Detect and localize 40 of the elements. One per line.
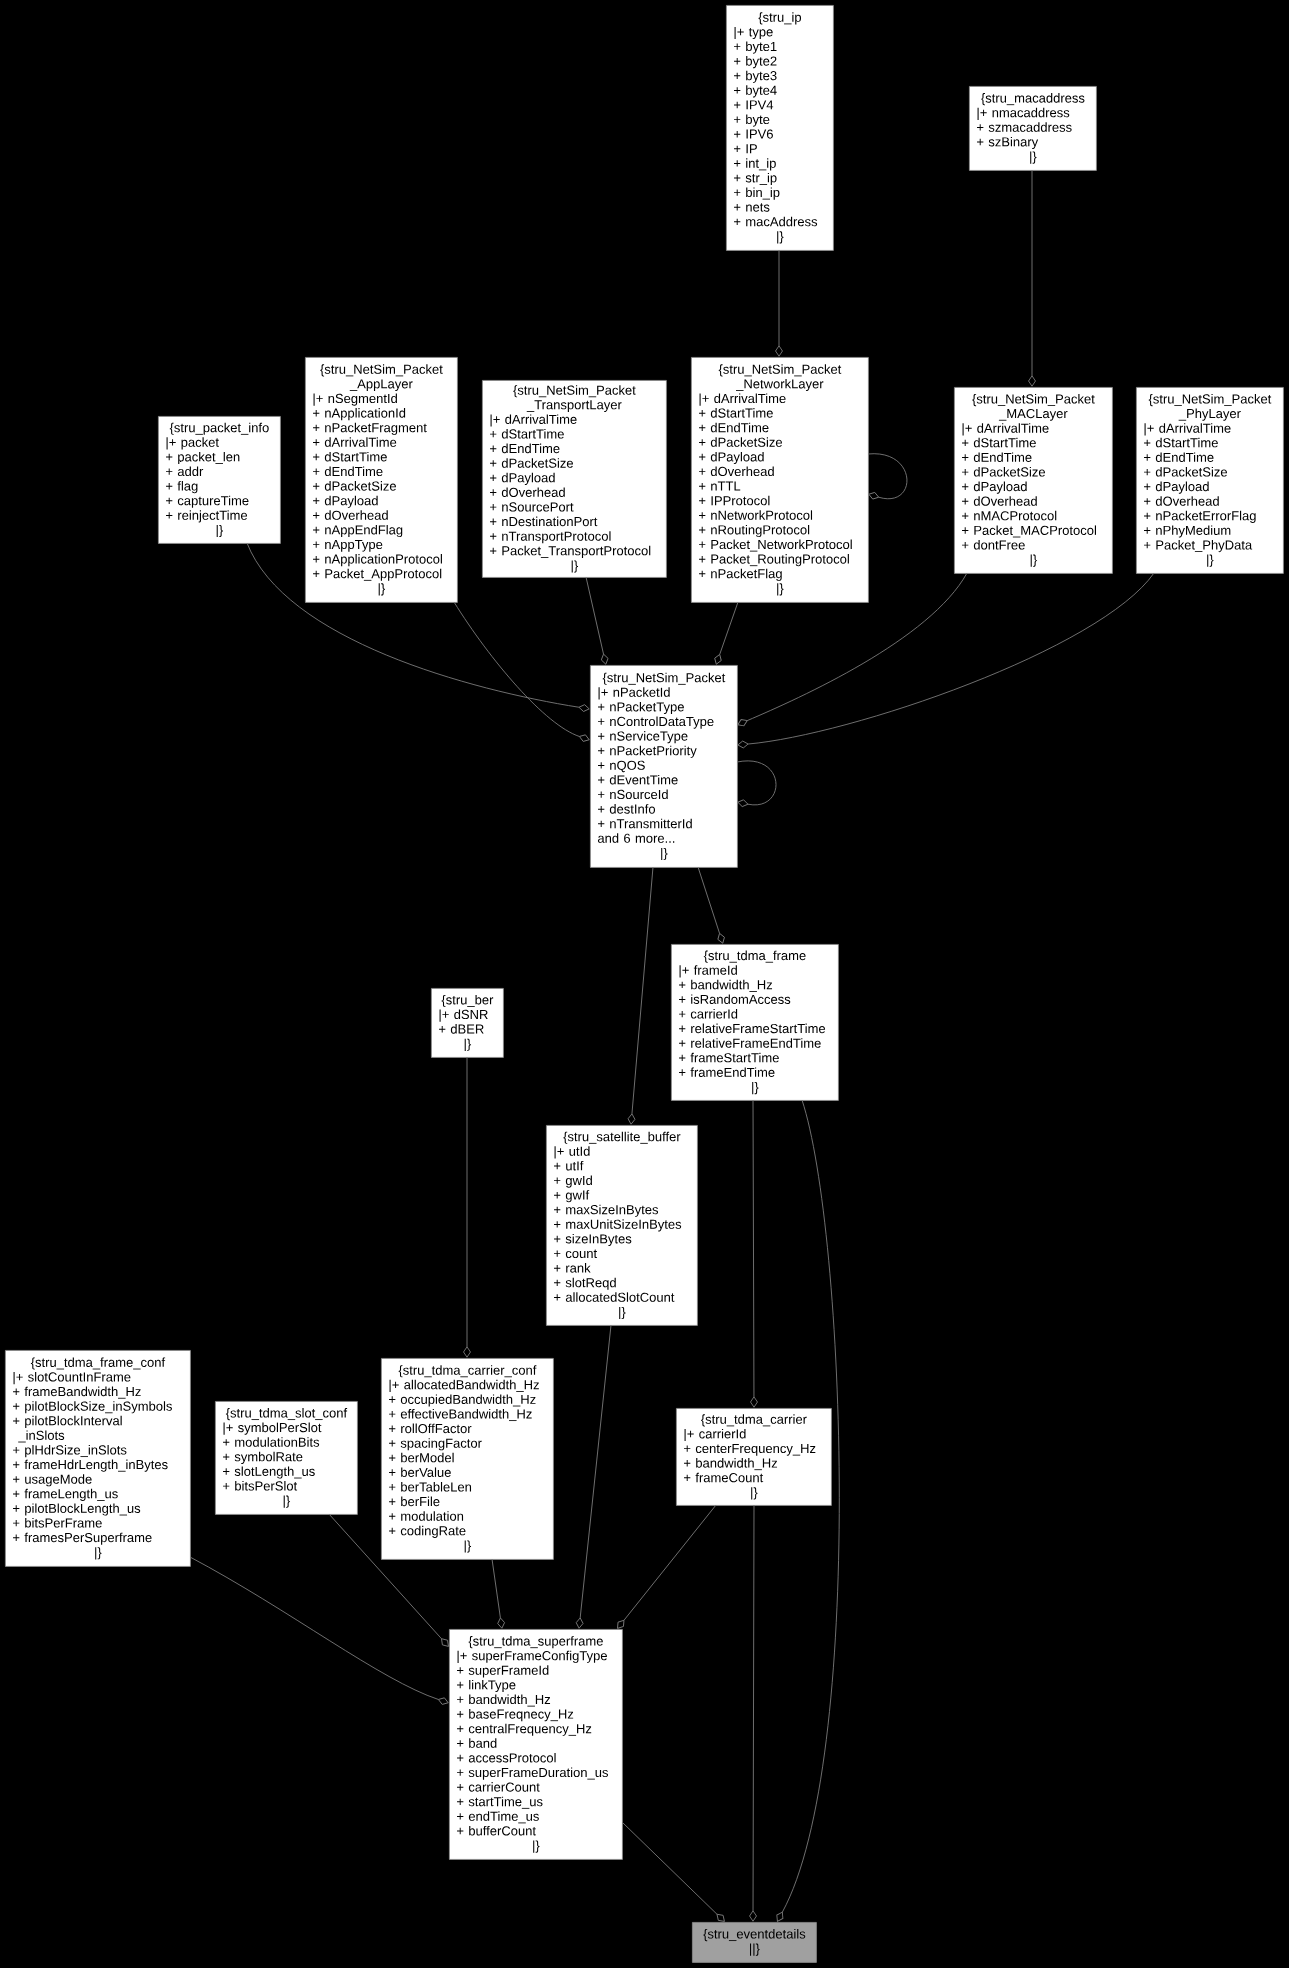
class-box: {stru_tdma_slot_conf |+ symbolPerSlot + modulationBits + symbolRate + slotLength_us + bitsPerSlot |} <box>215 1401 358 1515</box>
connector <box>714 601 739 665</box>
class-box: {stru_NetSim_Packet _MACLayer |+ dArrivalTime + dStartTime + dEndTime + dPacketSize + dPayload + dOverhead + nMACProtocol + Packet_MACProtocol + dontFree |} <box>954 387 1113 574</box>
class-box: {stru_ip |+ type + byte1 + byte2 + byte3 + byte4 + IPV4 + byte + IPV6 + IP + int_ip + str_ip + bin_ip + nets + macAddress |} <box>726 5 834 251</box>
class-box: {stru_tdma_carrier_conf |+ allocatedBandwidth_Hz + occupiedBandwidth_Hz + effectiveBandwidth_Hz + rollOffFactor + spacingFactor + berModel + berValue + berTableLen + berFile + modulation + codingRate |} <box>381 1358 554 1560</box>
class-box: {stru_eventdetails ||} <box>692 1922 817 1963</box>
connector <box>328 1513 449 1647</box>
class-box: {stru_tdma_frame_conf |+ slotCountInFrame + frameBandwidth_Hz + pilotBlockSize_inSymbols + pilotBlockInterval _inSlots + plHdrSize_inSlots + frameHdrLength_inBytes + usageMode + frameLength_us + pilotBlockLength_us + bitsPerFrame + framesPerSuperframe |} <box>5 1350 191 1567</box>
class-box: {stru_NetSim_Packet _AppLayer |+ nSegmentId + nApplicationId + nPacketFragment + dArrivalTime + dStartTime + dEndTime + dPacketSize + dPayload + dOverhead + nAppEndFlag + nAppType + nApplicationProtocol + Packet_AppProtocol |} <box>305 357 458 603</box>
class-box: {stru_packet_info |+ packet + packet_len + addr + flag + captureTime + reinjectTime |} <box>158 416 281 544</box>
connector <box>776 1099 840 1922</box>
connector <box>737 572 968 727</box>
connector <box>585 576 609 665</box>
connector <box>453 601 590 742</box>
class-box: {stru_macaddress |+ nmacaddress + szmacaddress + szBinary |} <box>969 86 1097 171</box>
class-box: {stru_NetSim_Packet _TransportLayer |+ dArrivalTime + dStartTime + dEndTime + dPacketSize + dPayload + dOverhead + nSourcePort + nDestinationPort + nTransportProtocol + Packet_TransportProtocol |} <box>482 380 667 578</box>
connector <box>697 866 725 944</box>
connector <box>491 1558 506 1629</box>
connector <box>575 1324 612 1629</box>
connector <box>1028 169 1036 387</box>
connector <box>737 572 1155 749</box>
connector <box>867 453 908 500</box>
connector <box>189 1556 449 1705</box>
class-box: {stru_tdma_frame |+ frameId + bandwidth_Hz + isRandomAccess + carrierId + relativeFrameStartTime + relativeFrameEndTime + frameStartTime + frameEndTime |} <box>671 944 839 1101</box>
class-box: {stru_tdma_superframe |+ superFrameConfigType + superFrameId + linkType + bandwidth_Hz + baseFreqnecy_Hz + centralFrequency_Hz + band + accessProtocol + superFrameDuration_us + carrierCount + startTime_us + endTime_us + bufferCount |} <box>449 1629 623 1860</box>
connector <box>627 866 654 1125</box>
connector <box>775 249 783 357</box>
class-box: {stru_NetSim_Packet |+ nPacketId + nPacketType + nControlDataType + nServiceType + nPacketPriority + nQOS + dEventTime + nSourceId + destInfo + nTransmitterId and 6 more... |} <box>590 665 738 868</box>
class-box: {stru_NetSim_Packet _PhyLayer |+ dArrivalTime + dStartTime + dEndTime + dPacketSize + dPayload + dOverhead + nPacketErrorFlag + nPhyMedium + Packet_PhyData |} <box>1136 387 1284 574</box>
connector <box>246 542 590 712</box>
class-box: {stru_tdma_carrier |+ carrierId + centerFrequency_Hz + bandwidth_Hz + frameCount |} <box>676 1408 832 1506</box>
connector <box>617 1504 717 1629</box>
class-box: {stru_NetSim_Packet _NetworkLayer |+ dArrivalTime + dStartTime + dEndTime + dPacketSize + dPayload + dOverhead + nTTL + IPProtocol + nNetworkProtocol + nRoutingProtocol + Packet_NetworkProtocol + Packet_RoutingProtocol + nPacketFlag |} <box>691 357 869 603</box>
class-box: {stru_ber |+ dSNR + dBER |} <box>431 988 504 1058</box>
class-box: {stru_satellite_buffer |+ utId + utIf + gwId + gwIf + maxSizeInBytes + maxUnitSizeInBytes + sizeInBytes + count + rank + slotReqd + allocatedSlotCount |} <box>546 1125 698 1326</box>
connector <box>736 760 777 808</box>
connector <box>750 1099 758 1408</box>
connector <box>621 1821 725 1922</box>
connector <box>749 1504 757 1922</box>
connector <box>463 1056 471 1358</box>
